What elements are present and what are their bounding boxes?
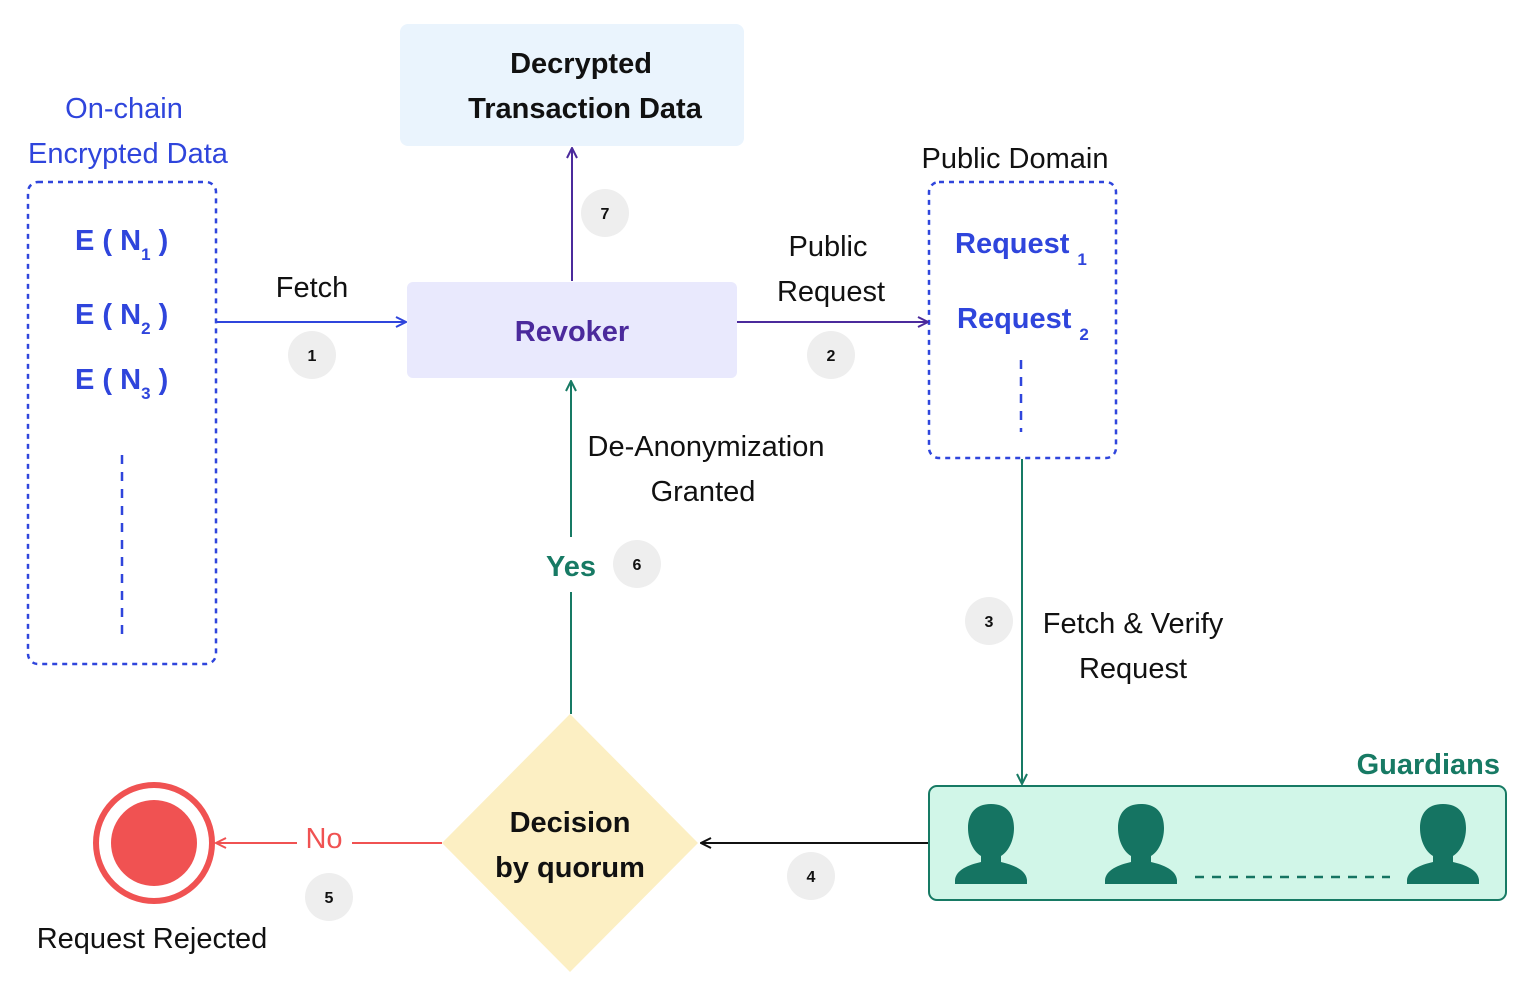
- edge-public-request-line2: Request: [777, 276, 885, 308]
- stop-icon: [93, 782, 215, 904]
- step-badge-7: 7: [581, 189, 629, 237]
- step-number: 4: [807, 869, 816, 886]
- edge-deanon-line1: De-Anonymization: [588, 431, 825, 463]
- encrypted-item-2: E ( N2 ): [75, 299, 168, 338]
- request-rejected-label: Request Rejected: [37, 923, 268, 955]
- onchain-title-line2: Encrypted Data: [28, 138, 229, 170]
- step-number: 5: [325, 890, 334, 907]
- edge-no-label: No: [305, 823, 342, 855]
- step-badge-4: 4: [787, 852, 835, 900]
- step-badge-2: 2: [807, 331, 855, 379]
- guardians-title: Guardians: [1357, 749, 1500, 781]
- decision-diamond: [442, 714, 698, 972]
- step-number: 3: [985, 614, 994, 631]
- edge-yes-label: Yes: [546, 551, 596, 583]
- step-badge-1: 1: [288, 331, 336, 379]
- step-number: 7: [601, 206, 610, 223]
- onchain-title-line1: On-chain: [65, 93, 183, 125]
- edge-public-request-line1: Public: [789, 231, 868, 263]
- revoker-label: Revoker: [515, 316, 629, 348]
- decrypted-data-box: [400, 24, 744, 146]
- guardians-box: [928, 785, 1507, 901]
- decrypted-title-line2: Transaction Data: [468, 93, 703, 125]
- public-domain-container: [927, 180, 1118, 460]
- edge-deanon-line2: Granted: [651, 476, 756, 508]
- step-badge-5: 5: [305, 873, 353, 921]
- step-number: 1: [308, 348, 317, 365]
- edge-fetch-label: Fetch: [276, 272, 349, 304]
- edge-fetch-verify-line1: Fetch & Verify: [1043, 608, 1224, 640]
- encrypted-item-3: E ( N3 ): [75, 364, 168, 403]
- edge-fetch-verify-line2: Request: [1079, 653, 1187, 685]
- onchain-container: [26, 180, 218, 666]
- decrypted-title-line1: Decrypted: [510, 48, 652, 80]
- step-number: 2: [827, 348, 836, 365]
- encrypted-item-1: E ( N1 ): [75, 225, 168, 264]
- decision-line2: by quorum: [495, 852, 645, 884]
- public-domain-title: Public Domain: [922, 143, 1109, 175]
- step-number: 6: [633, 557, 642, 574]
- step-badge-3: 3: [965, 597, 1013, 645]
- step-badge-6: 6: [613, 540, 661, 588]
- decision-line1: Decision: [510, 807, 631, 839]
- revoker-box: [407, 282, 737, 378]
